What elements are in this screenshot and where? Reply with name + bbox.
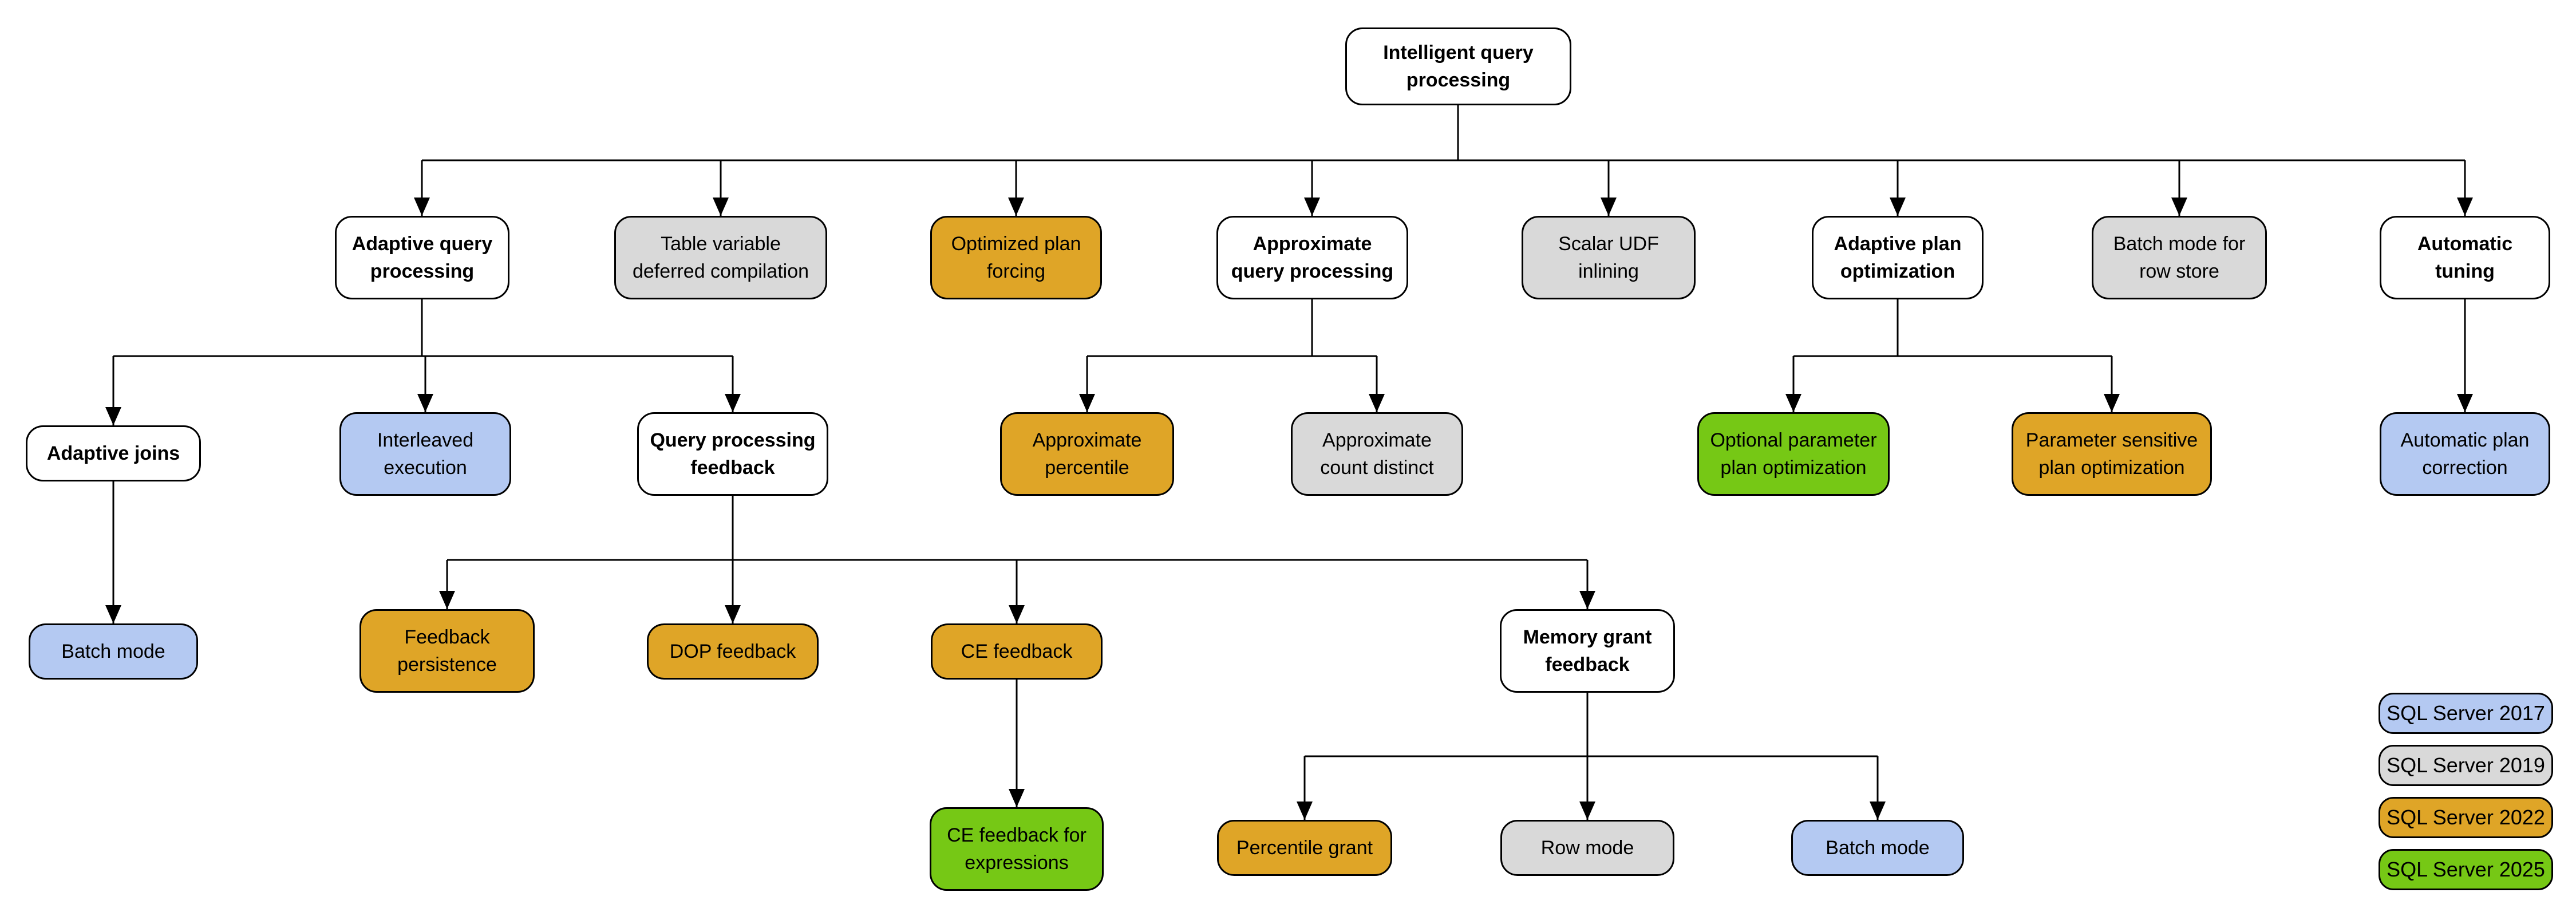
node-automatic-plan-correction: Automatic plan correction xyxy=(2380,412,2550,496)
node-optional-parameter-plan-optimization: Optional parameter plan optimization xyxy=(1697,412,1890,496)
node-query-processing-feedback: Query processing feedback xyxy=(637,412,828,496)
arrowhead-icon xyxy=(2457,394,2473,412)
arrowhead-icon xyxy=(2457,198,2473,216)
node-row-mode: Row mode xyxy=(1500,820,1674,876)
legend-item-sql-server-2022: SQL Server 2022 xyxy=(2379,797,2553,838)
node-ce-feedback: CE feedback xyxy=(931,623,1103,680)
node-feedback-persistence: Feedback persistence xyxy=(359,609,535,693)
arrowhead-icon xyxy=(417,394,433,412)
arrowhead-icon xyxy=(2104,394,2120,412)
arrowhead-icon xyxy=(1009,789,1025,807)
node-adaptive-query-processing: Adaptive query processing xyxy=(335,216,509,299)
arrowhead-icon xyxy=(1369,394,1385,412)
node-parameter-sensitive-plan-optimization: Parameter sensitive plan optimization xyxy=(2012,412,2212,496)
node-percentile-grant: Percentile grant xyxy=(1217,820,1392,876)
arrowhead-icon xyxy=(2171,198,2187,216)
arrowhead-icon xyxy=(105,605,121,623)
node-batch-mode-adaptive-joins: Batch mode xyxy=(29,623,198,680)
arrowhead-icon xyxy=(713,198,729,216)
arrowhead-icon xyxy=(105,407,121,425)
arrowhead-icon xyxy=(414,198,430,216)
node-table-variable-deferred-compilation: Table variable deferred compilation xyxy=(614,216,827,299)
arrowhead-icon xyxy=(1890,198,1906,216)
arrowhead-icon xyxy=(1579,802,1595,820)
arrowhead-icon xyxy=(725,394,741,412)
arrowhead-icon xyxy=(1009,605,1025,623)
node-optimized-plan-forcing: Optimized plan forcing xyxy=(930,216,1102,299)
arrowhead-icon xyxy=(1870,802,1886,820)
arrowhead-icon xyxy=(1601,198,1617,216)
node-scalar-udf-inlining: Scalar UDF inlining xyxy=(1522,216,1696,299)
arrowhead-icon xyxy=(1579,591,1595,609)
node-adaptive-plan-optimization: Adaptive plan optimization xyxy=(1812,216,1984,299)
node-memory-grant-feedback: Memory grant feedback xyxy=(1500,609,1675,693)
arrowhead-icon xyxy=(1304,198,1320,216)
node-dop-feedback: DOP feedback xyxy=(647,623,819,680)
node-intelligent-query-processing: Intelligent query processing xyxy=(1345,27,1571,105)
node-approximate-count-distinct: Approximate count distinct xyxy=(1291,412,1463,496)
arrowhead-icon xyxy=(1079,394,1095,412)
node-ce-feedback-for-expressions: CE feedback for expressions xyxy=(930,807,1104,891)
arrowhead-icon xyxy=(439,591,455,609)
node-adaptive-joins: Adaptive joins xyxy=(26,425,201,481)
legend-item-sql-server-2019: SQL Server 2019 xyxy=(2379,745,2553,786)
node-approximate-percentile: Approximate percentile xyxy=(1000,412,1174,496)
arrowhead-icon xyxy=(1297,802,1313,820)
node-batch-mode-memory-grant: Batch mode xyxy=(1791,820,1964,876)
node-interleaved-execution: Interleaved execution xyxy=(339,412,511,496)
node-automatic-tuning: Automatic tuning xyxy=(2380,216,2550,299)
legend-item-sql-server-2017: SQL Server 2017 xyxy=(2379,693,2553,734)
arrowhead-icon xyxy=(1785,394,1801,412)
node-approximate-query-processing: Approximate query processing xyxy=(1216,216,1408,299)
arrowhead-icon xyxy=(1008,198,1024,216)
node-batch-mode-for-row-store: Batch mode for row store xyxy=(2092,216,2267,299)
legend-item-sql-server-2025: SQL Server 2025 xyxy=(2379,849,2553,890)
arrowhead-icon xyxy=(725,605,741,623)
